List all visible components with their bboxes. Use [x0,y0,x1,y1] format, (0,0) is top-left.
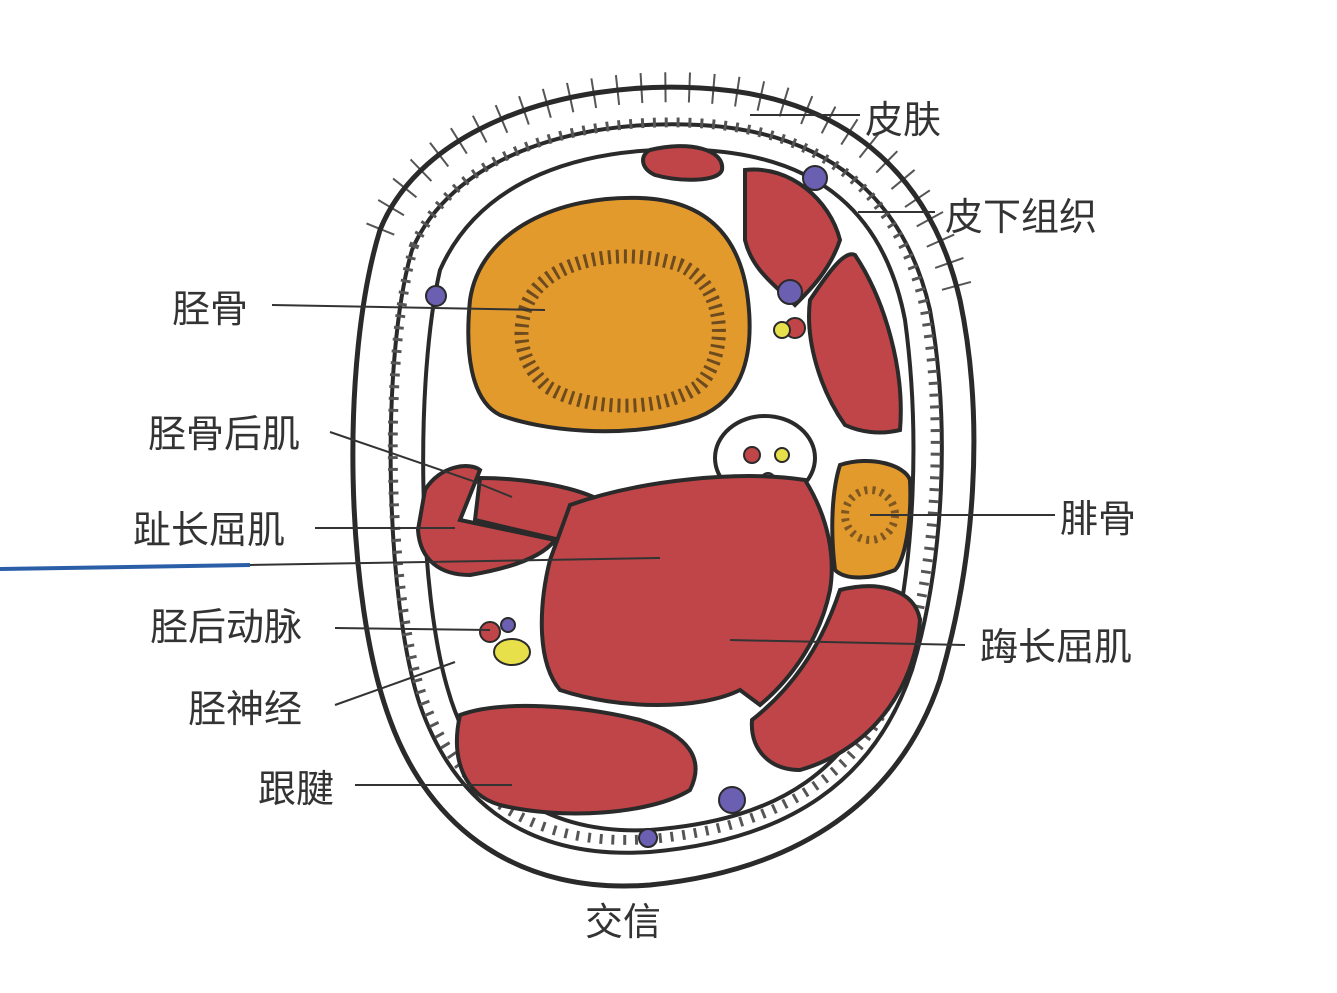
peroneal-artery [743,446,761,464]
leader-artery [334,627,491,631]
label-achilles-tendon: 跟腱 [258,767,334,811]
anterior-vein [777,279,803,305]
small-saphenous-vein [718,786,746,814]
label-tibialis-posterior: 胫骨后肌 [148,412,300,456]
posterior-tibial-vein [500,617,516,633]
anterior-nerve [773,321,791,339]
leader-tibialis-posterior [329,431,513,498]
label-posterior-tibial-artery: 胫后动脉 [150,605,302,649]
superficial-vein [802,165,828,191]
flexor-hallucis-longus-muscle [539,474,834,708]
saphenous-vein [425,285,447,307]
tibial-nerve [493,638,531,666]
label-fibula: 腓骨 [1060,497,1136,541]
leader-tibial-nerve [334,661,456,706]
label-acupoint: 交信 [585,900,661,944]
posterior-tibial-artery [479,621,501,643]
label-tibia: 胫骨 [172,287,248,331]
needle-line [0,563,251,571]
anterior-muscle-small [641,144,725,182]
achilles-tendon [454,703,698,816]
flexor-digitorum-longus-muscle [415,464,559,578]
peroneus-muscle [749,584,923,773]
label-flexor-digitorum-longus: 趾长屈肌 [133,508,285,552]
label-tibial-nerve: 胫神经 [188,687,302,731]
leader-tibia [271,304,546,311]
tibialis-anterior-muscle [743,167,843,308]
extensor-muscle [807,252,903,435]
fibula-bone [830,458,913,580]
leader-flexor-hallucis [729,639,966,646]
label-subcutaneous: 皮下组织 [945,195,1097,239]
peroneal-nerve [774,447,790,463]
label-flexor-hallucis-longus: 踇长屈肌 [980,625,1132,669]
sural-nerve [638,828,658,848]
label-skin: 皮肤 [865,98,941,142]
needle-path [249,557,661,566]
tibia-bone [466,195,752,434]
tibia-marrow [514,249,726,413]
